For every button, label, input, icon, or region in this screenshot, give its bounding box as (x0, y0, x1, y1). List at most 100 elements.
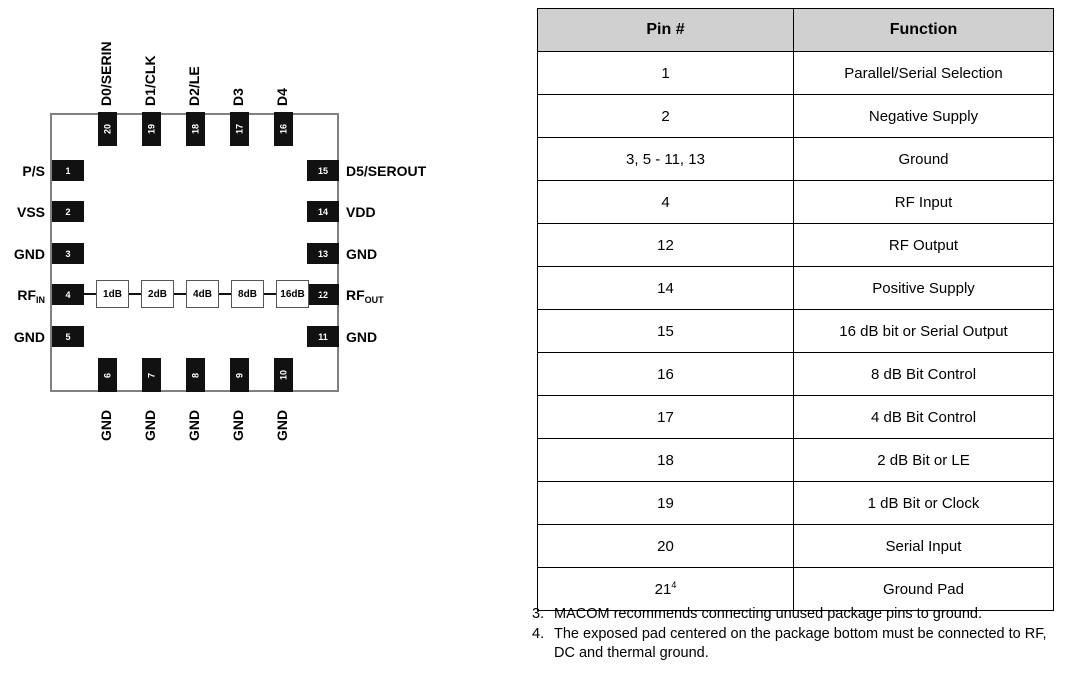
attenuator-block-16db: 16dB (276, 280, 309, 308)
rf-in-text: RF (17, 287, 36, 303)
cell-function: RF Input (793, 180, 1054, 224)
signal-wire-in (84, 293, 96, 295)
pin-label-right-15: D5/SEROUT (346, 163, 427, 179)
cell-function: Ground (793, 137, 1054, 181)
footnote-3-number: 3. (532, 606, 545, 622)
footnote-4: 4. The exposed pad centered on the packa… (532, 625, 1062, 663)
cell-function: 4 dB Bit Control (793, 395, 1054, 439)
cell-pin-number: 4 (537, 180, 794, 224)
cell-function: 1 dB Bit or Clock (793, 481, 1054, 525)
footnote-3-text: MACOM recommends connecting unused packa… (554, 606, 982, 622)
signal-wire-3 (219, 293, 231, 295)
pin-pad-2: 2 (52, 201, 84, 222)
pin-label-top-17: D3 (230, 88, 246, 106)
pin-label-bottom-7: GND (142, 409, 158, 441)
pin-label-bottom-8: GND (186, 409, 202, 441)
footnote-4-text: The exposed pad centered on the package … (554, 626, 1047, 661)
pin-pad-17: 17 (230, 112, 249, 146)
pin-pad-15: 15 (307, 160, 339, 181)
pin-pad-13: 13 (307, 243, 339, 264)
pin-pad-4: 4 (52, 284, 84, 305)
attenuator-block-4db: 4dB (186, 280, 219, 308)
pin-configuration-diagram: D0/SERIN D1/CLK D2/LE D3 D4 20 19 18 17 … (0, 0, 500, 690)
cell-pin-number: 214 (537, 567, 794, 611)
pin-label-left-5: GND (13, 329, 45, 345)
cell-function: 2 dB Bit or LE (793, 438, 1054, 482)
pin-label-top-18: D2/LE (186, 66, 202, 106)
column-header-function: Function (793, 8, 1054, 52)
cell-pin-number: 16 (537, 352, 794, 396)
cell-function: Negative Supply (793, 94, 1054, 138)
pin-label-left-4: RFIN (0, 287, 45, 305)
cell-function: Parallel/Serial Selection (793, 51, 1054, 95)
attenuator-block-2db: 2dB (141, 280, 174, 308)
pin-pad-8: 8 (186, 358, 205, 392)
cell-pin-number: 15 (537, 309, 794, 353)
table-header-row: Pin # Function (537, 8, 1054, 52)
pin-pad-3: 3 (52, 243, 84, 264)
cell-pin-number: 20 (537, 524, 794, 568)
rf-in-subscript: IN (36, 295, 45, 305)
cell-pin-number: 2 (537, 94, 794, 138)
pin-pad-6: 6 (98, 358, 117, 392)
pin-label-top-20: D0/SERIN (98, 41, 114, 106)
pin-pad-16: 16 (274, 112, 293, 146)
pin-pad-19: 19 (142, 112, 161, 146)
cell-pin-number: 18 (537, 438, 794, 482)
cell-pin-number: 14 (537, 266, 794, 310)
pin-label-right-13: GND (346, 246, 378, 262)
cell-function: Positive Supply (793, 266, 1054, 310)
cell-pin-number: 12 (537, 223, 794, 267)
footnote-3: 3. MACOM recommends connecting unused pa… (532, 605, 1062, 624)
pin-label-top-16: D4 (274, 88, 290, 106)
pin-pad-11: 11 (307, 326, 339, 347)
cell-pin-number: 17 (537, 395, 794, 439)
pin-pad-5: 5 (52, 326, 84, 347)
cell-function: 8 dB Bit Control (793, 352, 1054, 396)
pin-label-right-11: GND (346, 329, 378, 345)
pin-label-right-12: RFOUT (346, 287, 384, 305)
cell-function: Ground Pad (793, 567, 1054, 611)
signal-wire-4 (264, 293, 276, 295)
signal-wire-1 (129, 293, 141, 295)
pin-label-left-1: P/S (22, 163, 45, 179)
cell-pin-footnote-marker: 4 (671, 580, 677, 590)
column-header-pin: Pin # (537, 8, 794, 52)
attenuator-block-1db: 1dB (96, 280, 129, 308)
chip-package-outline (50, 113, 339, 392)
pin-pad-9: 9 (230, 358, 249, 392)
table-header: Pin # Function (537, 8, 1054, 52)
rf-out-text: RF (346, 287, 365, 303)
pin-label-bottom-10: GND (274, 409, 290, 441)
cell-function: 16 dB bit or Serial Output (793, 309, 1054, 353)
rf-out-subscript: OUT (364, 295, 384, 305)
signal-wire-2 (174, 293, 186, 295)
footnote-4-number: 4. (532, 626, 545, 642)
pin-pad-12: 12 (307, 284, 339, 305)
cell-pin-number: 3, 5 - 11, 13 (537, 137, 794, 181)
pin-pad-18: 18 (186, 112, 205, 146)
pin-pad-14: 14 (307, 201, 339, 222)
cell-pin-number: 19 (537, 481, 794, 525)
pin-pad-20: 20 (98, 112, 117, 146)
pin-pad-10: 10 (274, 358, 293, 392)
attenuator-block-8db: 8dB (231, 280, 264, 308)
pin-pad-1: 1 (52, 160, 84, 181)
pin-label-bottom-9: GND (230, 409, 246, 441)
pin-label-right-14: VDD (346, 204, 376, 220)
cell-function: RF Output (793, 223, 1054, 267)
pin-label-bottom-6: GND (98, 409, 114, 441)
